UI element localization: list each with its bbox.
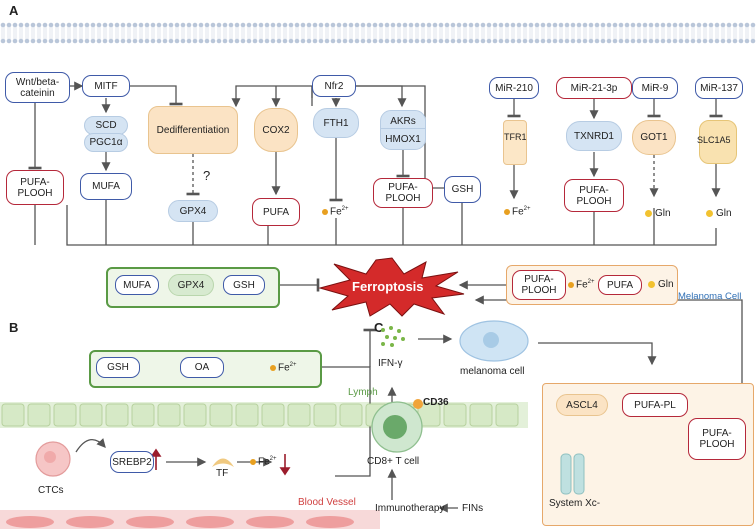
mufa-node: MUFA — [80, 173, 132, 200]
iron-dot-icon — [504, 208, 510, 215]
cd8-label: CD8+ T cell — [367, 456, 420, 467]
gln-factor: Gln — [648, 279, 674, 290]
fe-label-nfr2: Fe2+ — [322, 206, 349, 217]
immunotherapy-label: Immunotherapy — [375, 503, 445, 514]
system-xc-transporter-icon — [560, 453, 585, 495]
pgc1a-node: PGC1α — [84, 133, 128, 152]
got1-node: GOT1 — [632, 120, 676, 155]
melanoma-cell-label: Melanoma Cell — [678, 291, 742, 302]
blood-vessel-cells-icon — [6, 516, 354, 528]
glutamine-dot-icon — [645, 209, 652, 217]
panel-label-c: C — [374, 320, 384, 335]
mufa-factor: MUFA — [115, 275, 159, 295]
system-xc-label: System Xc- — [549, 498, 601, 509]
gsh-node: GSH — [444, 176, 481, 203]
glutamine-dot-icon — [706, 209, 713, 217]
pufa-plooh-node-2: PUFA- PLOOH — [373, 178, 433, 208]
pufa-plooh-c-node: PUFA- PLOOH — [688, 418, 746, 460]
fe-blood: Fe2+ — [250, 456, 277, 467]
ifn-gamma-dots-icon — [381, 326, 405, 347]
slc1a5-label: SLC1A5 — [697, 135, 731, 145]
nfr2-node: Nfr2 — [312, 75, 356, 97]
oa-lymph: OA — [180, 357, 224, 378]
fins-label: FINs — [462, 503, 484, 514]
transferrin-icon — [212, 458, 234, 467]
mir9-node: MiR-9 — [632, 77, 678, 99]
fe-lymph: Fe2+ — [270, 362, 297, 373]
pufa-plooh-node-1: PUFA- PLOOH — [6, 170, 64, 205]
gln-label-slc1a5: Gln — [706, 208, 732, 219]
blood-vessel-label: Blood Vessel — [298, 497, 356, 508]
mir21-node: MiR-21-3p — [556, 77, 632, 99]
tf-label: TF — [216, 468, 229, 479]
iron-dot-icon — [568, 281, 574, 288]
hmox1-node: HMOX1 — [380, 128, 426, 150]
gpx4-factor: GPX4 — [168, 274, 214, 296]
pufa-plooh-node-3: PUFA- PLOOH — [564, 179, 624, 212]
gln-label-got1: Gln — [645, 208, 671, 219]
pufa-factor: PUFA — [598, 275, 642, 295]
ifn-gamma-label: IFN-γ — [378, 358, 403, 369]
ferroptosis-title: Ferroptosis — [352, 279, 424, 294]
ascl4-node: ASCL4 — [556, 394, 608, 416]
tfr1-receptor-icon — [503, 120, 527, 165]
dedifferentiation-node: Dedifferentiation — [148, 106, 238, 154]
slc1a5-transporter-icon — [699, 120, 737, 164]
cell-membrane — [0, 22, 756, 44]
gsh-factor: GSH — [223, 275, 265, 295]
txnrd1-node: TXNRD1 — [566, 121, 622, 151]
iron-dot-icon — [250, 458, 256, 465]
panel-label-a: A — [9, 3, 19, 18]
question-mark: ? — [203, 168, 211, 183]
fth1-node: FTH1 — [313, 108, 359, 138]
ctc-cell-icon — [35, 441, 71, 477]
cd36-receptor-icon — [413, 399, 423, 409]
cox2-node: COX2 — [254, 108, 298, 152]
panel-label-b: B — [9, 320, 19, 335]
pufa-node: PUFA — [252, 198, 300, 226]
tfr1-label: TFR1 — [504, 132, 527, 142]
lymph-label: Lymph — [348, 387, 378, 398]
pufa-plooh-factor: PUFA- PLOOH — [512, 270, 566, 300]
iron-dot-icon — [270, 364, 276, 371]
ctcs-label: CTCs — [38, 485, 64, 496]
pufa-pl-node: PUFA-PL — [622, 393, 688, 417]
melanoma-cell-text: melanoma cell — [460, 366, 525, 377]
ferroptosis-burst-icon — [318, 257, 465, 317]
cd36-label: CD36 — [423, 397, 449, 408]
wnt-beta-catenin-node: Wnt/beta- cateinin — [5, 72, 70, 103]
mitf-node: MITF — [82, 75, 130, 97]
srebp2-node: SREBP2 — [110, 451, 154, 473]
iron-dot-icon — [322, 208, 328, 215]
mir137-node: MiR-137 — [695, 77, 743, 99]
glutamine-dot-icon — [648, 280, 655, 288]
gpx4-node: GPX4 — [168, 200, 218, 222]
cd8-t-cell-icon — [371, 401, 423, 453]
gsh-lymph: GSH — [96, 357, 140, 378]
fe-factor: Fe2+ — [568, 279, 595, 290]
mir210-node: MiR-210 — [489, 77, 539, 99]
melanoma-cell-icon — [459, 320, 529, 362]
fe-label-tfr1: Fe2+ — [504, 206, 531, 217]
